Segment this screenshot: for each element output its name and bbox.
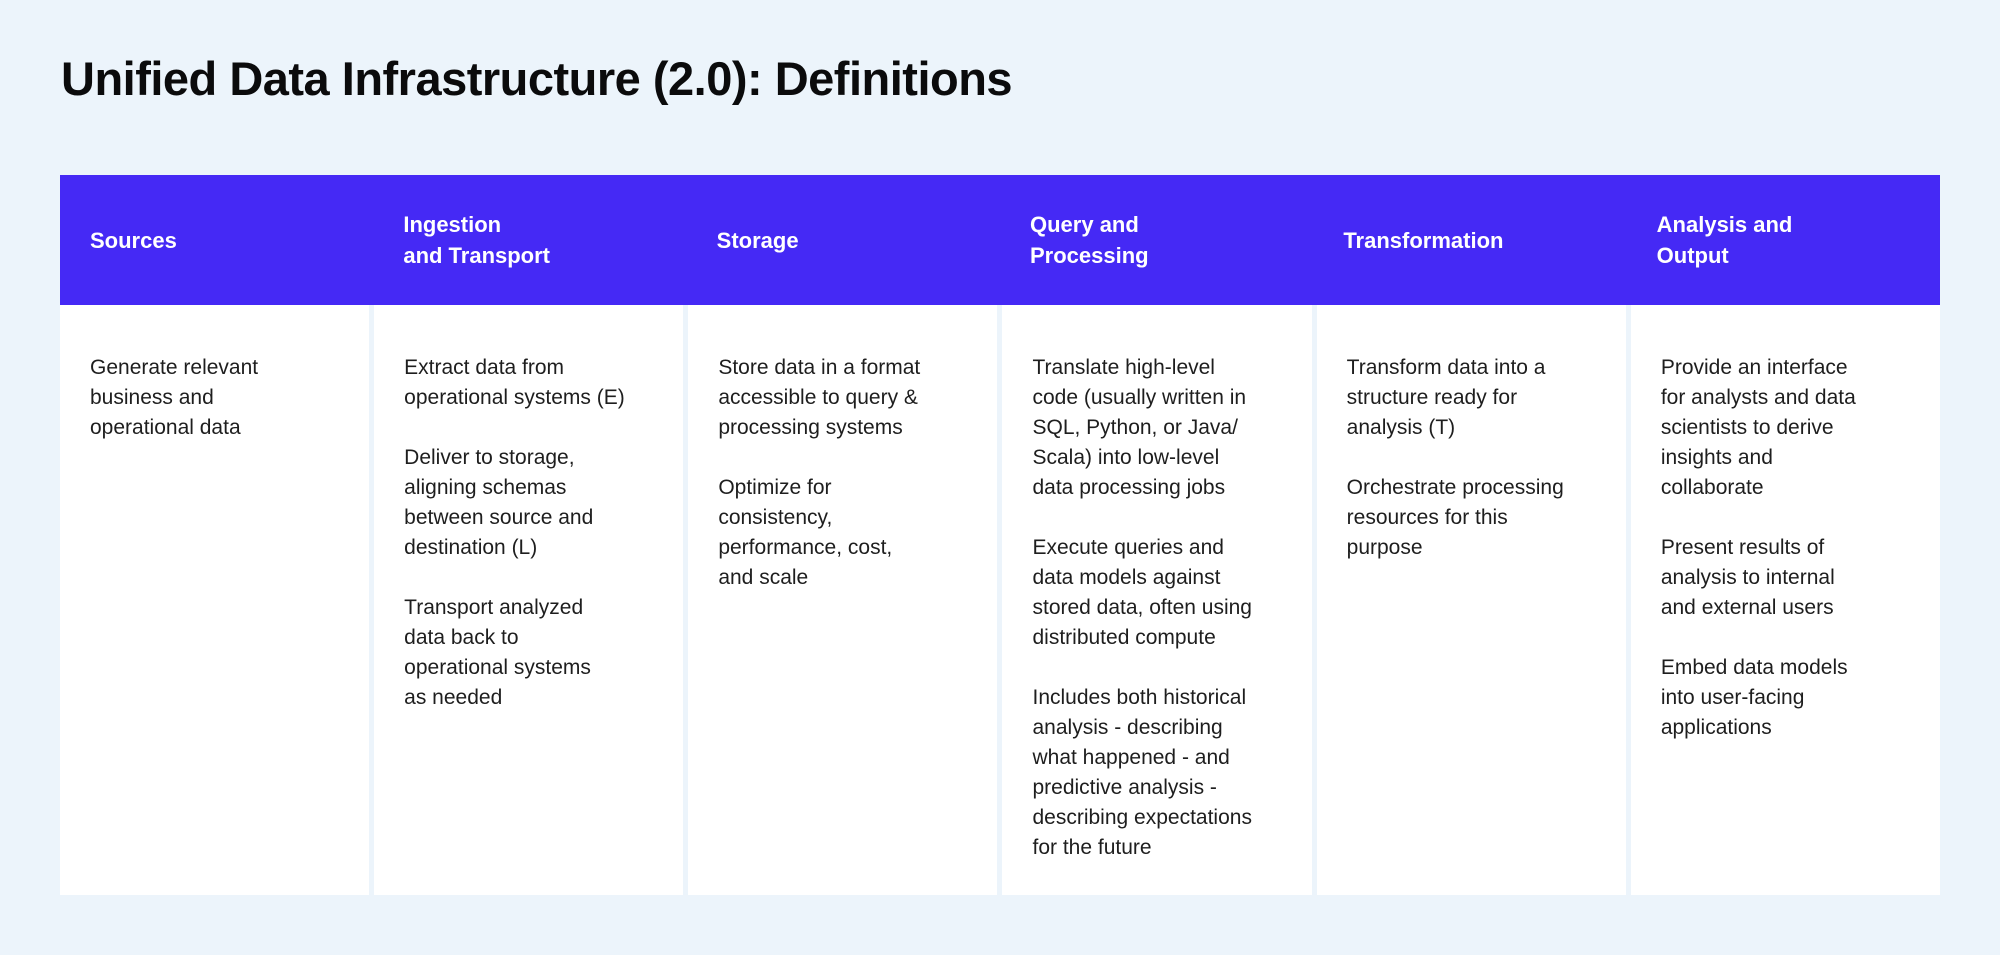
definition-paragraph: Embed data models into user-facing appli… (1660, 656, 1848, 739)
column-sources: Generate relevant business and operation… (60, 305, 370, 895)
definition-paragraph: Execute queries and data models against … (1032, 536, 1252, 649)
column-analysis-output: Provide an interface for analysts and da… (1630, 305, 1940, 895)
definition-paragraph: Deliver to storage, aligning schemas bet… (404, 446, 594, 559)
definition-paragraph: Store data in a format accessible to que… (718, 356, 921, 439)
definition-paragraph: Translate high-level code (usually writt… (1032, 356, 1247, 499)
definition-paragraph: Orchestrate processing resources for thi… (1346, 476, 1564, 559)
page-title: Unified Data Infrastructure (2.0): Defin… (61, 52, 1013, 105)
header-cell-query-processing: Query and Processing (1030, 212, 1149, 268)
definition-paragraph: Extract data from operational systems (E… (404, 356, 625, 409)
header-cell-storage: Storage (716, 227, 799, 253)
table-header-row: Sources Ingestion and Transport Storage … (60, 175, 1940, 305)
column-storage: Store data in a format accessible to que… (688, 305, 998, 895)
header-cell-sources: Sources (90, 227, 177, 253)
header-cell-analysis-output: Analysis and Output (1656, 212, 1793, 268)
definition-paragraph: Provide an interface for analysts and da… (1660, 356, 1856, 499)
table-body-row: Generate relevant business and operation… (60, 305, 1940, 895)
definitions-table: Sources Ingestion and Transport Storage … (60, 175, 1940, 895)
definition-paragraph: Generate relevant business and operation… (90, 356, 259, 439)
definition-paragraph: Present results of analysis to internal … (1660, 536, 1835, 619)
header-cell-transformation: Transformation (1343, 227, 1504, 253)
definition-paragraph: Optimize for consistency, performance, c… (718, 476, 893, 589)
column-ingestion-transport: Extract data from operational systems (E… (374, 305, 684, 895)
definition-paragraph: Includes both historical analysis - desc… (1032, 686, 1252, 859)
definition-paragraph: Transport analyzed data back to operatio… (404, 596, 591, 709)
column-transformation: Transform data into a structure ready fo… (1316, 305, 1626, 895)
header-cell-ingestion-transport: Ingestion and Transport (403, 212, 551, 268)
definition-paragraph: Transform data into a structure ready fo… (1346, 356, 1546, 439)
column-query-processing: Translate high-level code (usually writt… (1002, 305, 1312, 895)
